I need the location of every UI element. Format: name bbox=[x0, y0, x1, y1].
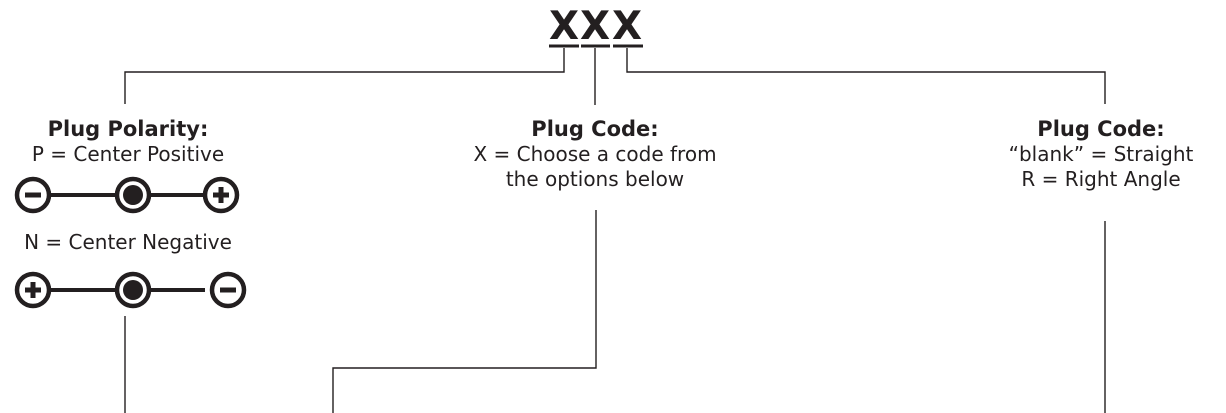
code-char-2: X bbox=[580, 4, 610, 49]
plug-code-center-block: Plug Code: X = Choose a code from the op… bbox=[430, 117, 760, 192]
plus-sign bbox=[25, 282, 41, 298]
plug-code-center-line2: the options below bbox=[505, 167, 685, 191]
center-positive-label: P = Center Positive bbox=[31, 142, 225, 166]
center-pin bbox=[123, 280, 143, 300]
center-negative-symbol bbox=[14, 271, 247, 309]
center-positive-symbol bbox=[14, 176, 240, 214]
center-negative-label: N = Center Negative bbox=[24, 230, 232, 254]
plug-code-right-line1: “blank” = Straight bbox=[1008, 142, 1194, 166]
connector-plug-code-right bbox=[626, 48, 1106, 104]
code-char-3: X bbox=[612, 4, 642, 49]
plug-code-center-line1: X = Choose a code from bbox=[473, 142, 717, 166]
center-pin bbox=[123, 185, 143, 205]
polarity-block: Plug Polarity: P = Center Positive bbox=[0, 117, 256, 167]
plug-code-right-block: Plug Code: “blank” = Straight R = Right … bbox=[976, 117, 1226, 192]
plug-code-center-heading: Plug Code: bbox=[531, 117, 659, 141]
plus-sign bbox=[213, 187, 229, 203]
code-char-1: X bbox=[549, 4, 579, 49]
connector-center-down bbox=[332, 210, 597, 413]
center-negative-label-wrap: N = Center Negative bbox=[0, 230, 256, 255]
connector-polarity bbox=[124, 48, 565, 104]
polarity-heading: Plug Polarity: bbox=[47, 117, 209, 141]
plug-code-right-line2: R = Right Angle bbox=[1021, 167, 1181, 191]
plug-code-right-heading: Plug Code: bbox=[1037, 117, 1165, 141]
